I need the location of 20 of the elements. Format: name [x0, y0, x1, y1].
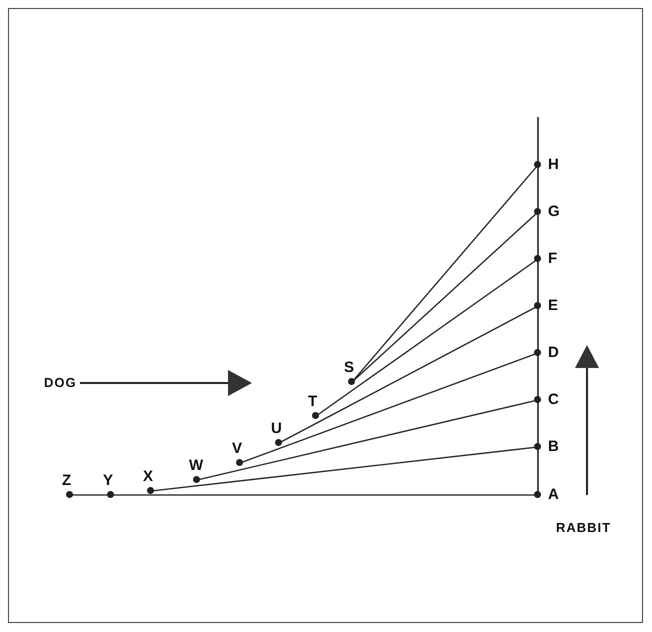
line — [352, 164, 538, 382]
point-letter: Z — [62, 473, 72, 489]
caption-text: DOG — [44, 375, 77, 390]
point-letter: S — [344, 360, 354, 376]
point-letter: U — [271, 421, 282, 437]
point-letter: G — [548, 204, 560, 220]
point-letter: C — [548, 392, 559, 408]
point-letter: D — [548, 345, 559, 361]
point-letter: E — [548, 298, 558, 314]
point-letter: V — [232, 441, 242, 457]
point-letter: H — [548, 157, 559, 173]
labelled-point — [189, 458, 205, 484]
point-letter: A — [548, 487, 559, 503]
point-letter: F — [548, 251, 558, 267]
point-letter: T — [308, 394, 318, 410]
point-letter: B — [548, 439, 559, 455]
caption-text: RABBIT — [556, 520, 612, 535]
point-letter: W — [189, 458, 204, 474]
point-letter: Y — [103, 473, 114, 489]
point-letter: X — [143, 469, 154, 485]
